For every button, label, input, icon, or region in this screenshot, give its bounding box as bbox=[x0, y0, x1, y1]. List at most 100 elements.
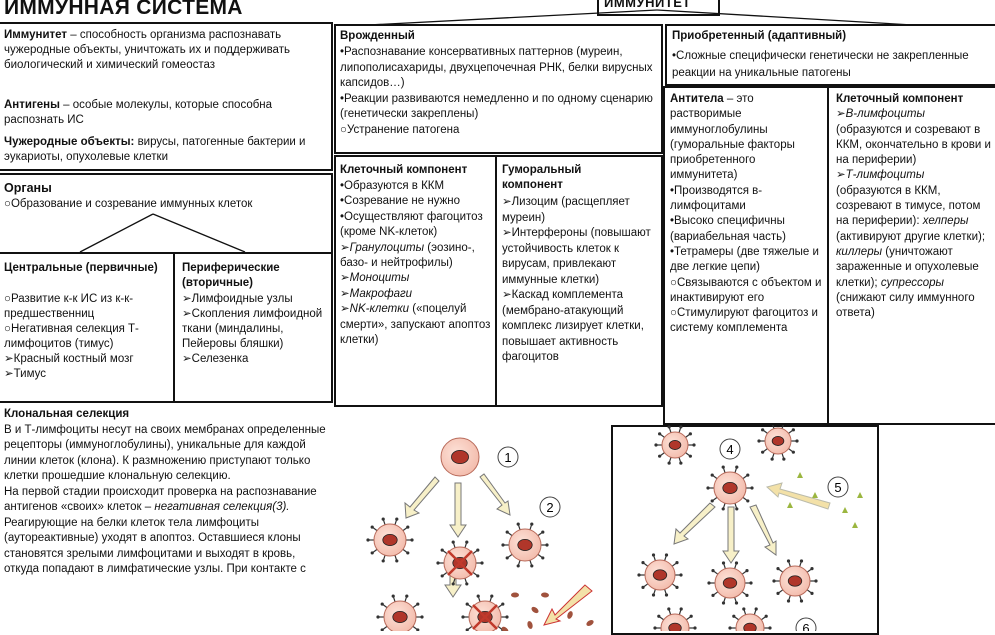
acquired-text: •Сложные специфически генетически не зак… bbox=[672, 48, 990, 82]
helpers-text: (активируют другие клетки); bbox=[836, 231, 985, 243]
acquired-cellular-content: Клеточный компонент ➢В-лимфоциты (образу… bbox=[836, 92, 992, 321]
organs-column-divider bbox=[173, 252, 175, 402]
figure-label-5: 5 bbox=[828, 477, 848, 497]
innate-humoral-title: Гуморальный компонент bbox=[502, 163, 622, 193]
peripheral-organs-title: Периферические (вторичные) bbox=[182, 261, 322, 291]
humoral-item: ➢Лизоцим (расщепляет муреин) bbox=[502, 195, 658, 226]
macrophages-item: ➢Макрофаги bbox=[340, 287, 492, 302]
antibody-item: •Высоко специфичны (вариабельная часть) bbox=[670, 214, 824, 245]
innate-cellular-list: •Образуются в ККМ •Созревание не нужно •… bbox=[340, 179, 492, 348]
clonal-paragraph-1: В и Т-лимфоциты несут на своих мембранах… bbox=[4, 423, 330, 485]
lymphocyte-cell bbox=[366, 517, 413, 562]
monocytes-label: Моноциты bbox=[350, 272, 410, 284]
central-organs-list: ○Развитие к-к ИС из к-к-предшественниц ○… bbox=[4, 292, 169, 382]
clone-cell bbox=[637, 553, 682, 596]
peripheral-organs-list: ➢Лимфоидные узлы ➢Скопления лимфоидной т… bbox=[182, 292, 330, 367]
clonal-p2-end: Реагирующие на белки клеток тела лимфоци… bbox=[4, 517, 306, 576]
antigen-icon bbox=[852, 522, 858, 528]
foreign-objects-text: Чужеродные объекты: вирусы, патогенные б… bbox=[4, 135, 326, 165]
central-item: ➢Тимус bbox=[4, 367, 169, 382]
antibody-item: ○Стимулируют фагоцитоз и систему комплем… bbox=[670, 306, 824, 337]
negative-selection-term: негативная селекция(3). bbox=[154, 501, 289, 513]
arrow-down-left-icon bbox=[405, 477, 439, 518]
antibody-item: •Тетрамеры (две тяжелые и две легкие цеп… bbox=[670, 245, 824, 276]
antigen-icon bbox=[857, 492, 863, 498]
cell-debris-icon bbox=[530, 606, 539, 615]
activated-lymphocyte-cell bbox=[706, 465, 753, 510]
innate-cell-item: •Созревание не нужно bbox=[340, 194, 492, 209]
innate-item: •Реакции развиваются немедленно и по одн… bbox=[340, 92, 658, 123]
page-title: ИММУННАЯ СИСТЕМА bbox=[4, 0, 243, 20]
b-lymphocytes: ➢В-лимфоциты (образуются и созревают в К… bbox=[836, 107, 992, 168]
central-organs-title: Центральные (первичные) bbox=[4, 261, 164, 276]
t-lymphocytes-label: Т-лимфоциты bbox=[846, 169, 925, 181]
b-lymphocytes-label: В-лимфоциты bbox=[846, 108, 925, 120]
arrow-down-icon bbox=[450, 483, 466, 537]
monocytes-item: ➢Моноциты bbox=[340, 271, 492, 286]
arrow-down-right-icon bbox=[480, 474, 510, 515]
peripheral-item: ➢Селезенка bbox=[182, 352, 330, 367]
figure-label-6: 6 bbox=[796, 618, 816, 631]
cell-debris-icon bbox=[511, 593, 519, 598]
innate-cellular-title: Клеточный компонент bbox=[340, 163, 467, 178]
organs-title: Органы bbox=[4, 181, 52, 196]
antigen-arrow-icon bbox=[767, 483, 830, 509]
foreign-term: Чужеродные объекты: bbox=[4, 136, 134, 148]
helpers-label: хелперы bbox=[923, 215, 969, 227]
humoral-item: ➢Каскад комплемента (мембрано-атакующий … bbox=[502, 288, 658, 366]
innate-humoral-list: ➢Лизоцим (расщепляет муреин) ➢Интерферон… bbox=[502, 195, 658, 366]
clonal-title: Клональная селекция bbox=[4, 407, 330, 423]
suppressors-text: (снижают силу иммунного ответа) bbox=[836, 292, 975, 319]
acquired-cellular-title: Клеточный компонент bbox=[836, 92, 992, 107]
clonal-paragraph-2: На первой стадии происходит проверка на … bbox=[4, 485, 330, 578]
organs-branch-lines bbox=[0, 212, 333, 254]
antigen-icon bbox=[812, 492, 818, 498]
central-item: ○Негативная селекция Т-лимфоцитов (тимус… bbox=[4, 322, 169, 352]
svg-text:4: 4 bbox=[726, 442, 733, 457]
antigen-icon bbox=[797, 472, 803, 478]
cell-debris-icon bbox=[566, 610, 574, 619]
svg-text:1: 1 bbox=[504, 450, 511, 465]
cell-debris-icon bbox=[541, 592, 549, 598]
antigen-icon bbox=[787, 502, 793, 508]
cell-debris-icon bbox=[585, 619, 594, 627]
t-lymphocytes: ➢Т-лимфоциты (образуются в ККМ, созреваю… bbox=[836, 168, 992, 321]
innate-title: Врожденный bbox=[340, 29, 415, 44]
antigen-arrow-icon bbox=[544, 585, 592, 625]
antibody-item: •Производятся в-лимфоцитами bbox=[670, 184, 824, 215]
innate-cell-item: •Осуществляют фагоцитоз (кроме NK-клеток… bbox=[340, 210, 492, 241]
humoral-item: ➢Интерфероны (повышают устойчивость клет… bbox=[502, 226, 658, 288]
antibody-item: ○Связываются с объектом и инактивируют е… bbox=[670, 276, 824, 307]
antibodies-intro: Антитела – это растворимые иммуноглобули… bbox=[670, 92, 824, 184]
suppressors-label: супрессоры bbox=[881, 277, 944, 289]
clonal-selection-illustration: 1 2 4 5 6 bbox=[330, 425, 878, 631]
figure-label-2: 2 bbox=[540, 497, 560, 517]
innate-item: •Распознавание консервативных паттернов … bbox=[340, 45, 658, 92]
innate-item: ○Устранение патогена bbox=[340, 123, 658, 139]
nk-cells-label: NK-клетки bbox=[350, 303, 409, 315]
peripheral-item: ➢Лимфоидные узлы bbox=[182, 292, 330, 307]
antibodies-content: Антитела – это растворимые иммуноглобули… bbox=[670, 92, 824, 337]
macrophages-label: Макрофаги bbox=[350, 288, 412, 300]
autoreactive-cell bbox=[461, 594, 508, 631]
antibodies-definition: – это растворимые иммуноглобулины (гумор… bbox=[670, 93, 795, 181]
svg-text:6: 6 bbox=[802, 621, 809, 631]
arrow-down-left-icon bbox=[674, 503, 715, 544]
organs-text: ○Образование и созревание иммунных клето… bbox=[4, 197, 326, 212]
b-lymphocytes-text: (образуются и созревают в ККМ, окончател… bbox=[836, 124, 991, 167]
cell-debris-icon bbox=[526, 620, 533, 629]
central-item: ○Развитие к-к ИС из к-к-предшественниц bbox=[4, 292, 169, 322]
lymphocyte-cell bbox=[654, 425, 695, 464]
arrow-down-right-icon bbox=[750, 505, 776, 555]
immunity-term: Иммунитет bbox=[4, 29, 67, 41]
granulocytes-item: ➢Гранулоциты (эозино-, базо- и нейтрофил… bbox=[340, 241, 492, 272]
antigen-icon bbox=[842, 507, 848, 513]
clonal-selection-panel: Клональная селекция В и Т-лимфоциты несу… bbox=[4, 407, 330, 578]
antibodies-term: Антитела bbox=[670, 93, 724, 105]
innate-cell-item: •Образуются в ККМ bbox=[340, 179, 492, 194]
clone-cell bbox=[653, 607, 696, 631]
svg-text:2: 2 bbox=[546, 500, 553, 515]
acquired-title: Приобретенный (адаптивный) bbox=[672, 29, 846, 44]
antigens-text: Антигены – особые молекулы, которые спос… bbox=[4, 98, 326, 128]
figure-label-4: 4 bbox=[720, 439, 740, 459]
